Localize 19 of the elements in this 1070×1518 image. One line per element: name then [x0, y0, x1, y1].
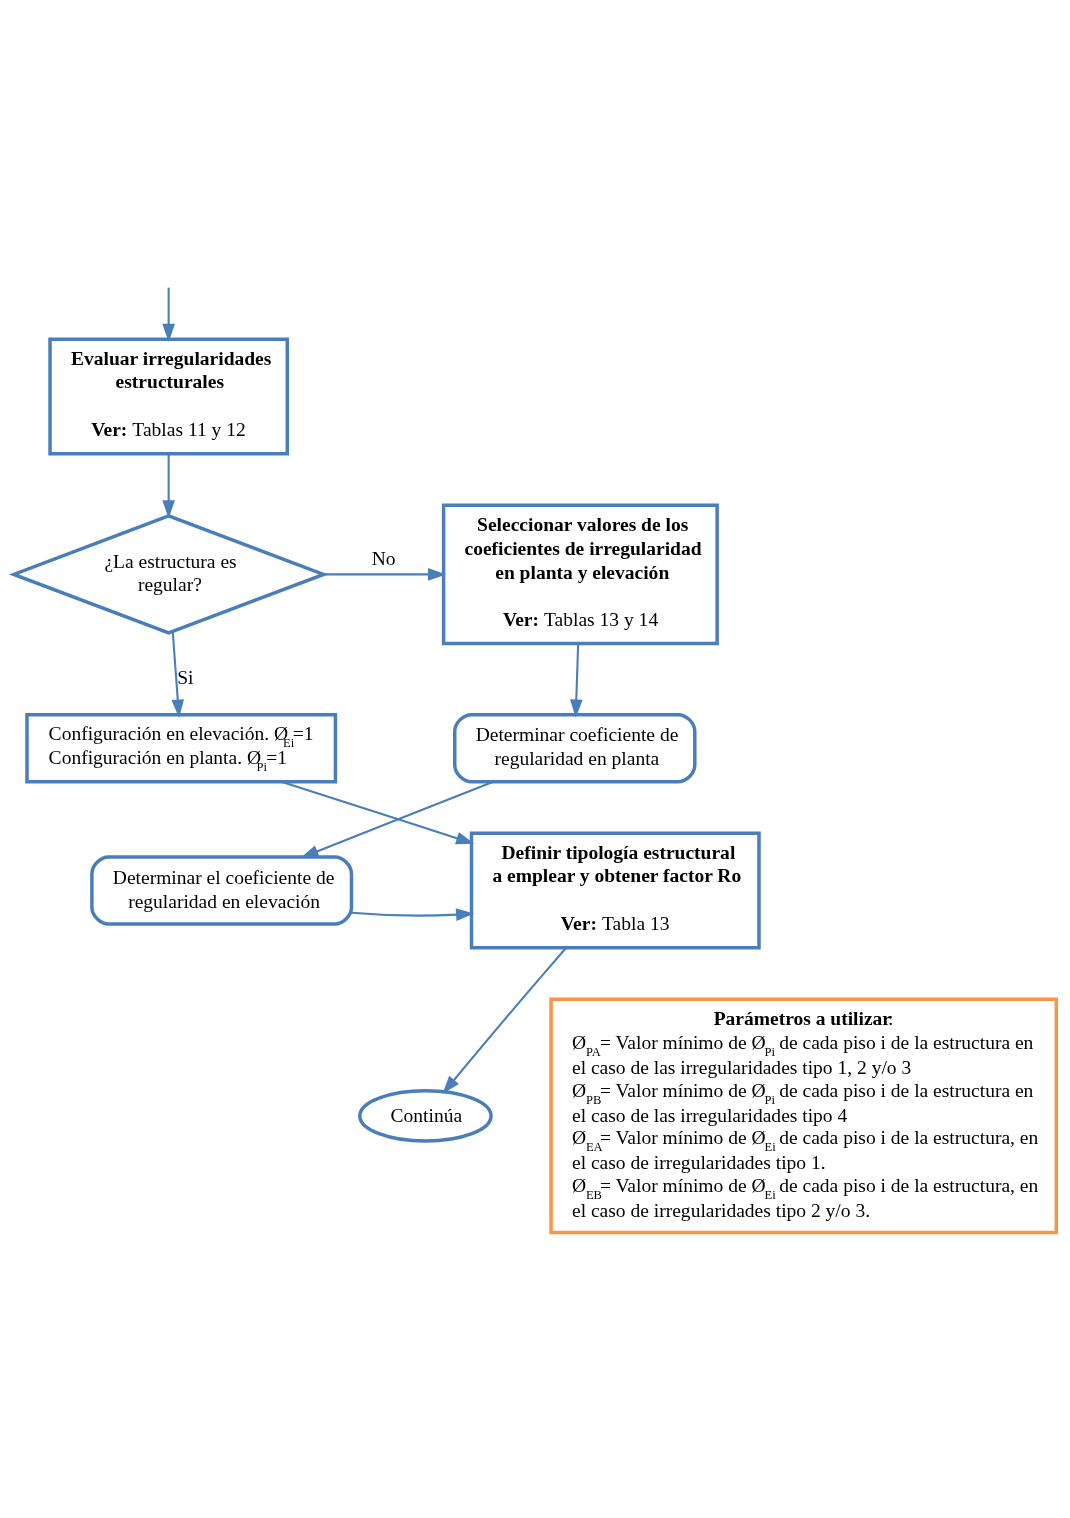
- arrow: [323, 567, 447, 581]
- node-box: Parámetros a utilizar: Ø$_{PA}$= Valor mínimo de Ø$_{Pi}$ de cada piso i de la estructura en el caso de las irregularidades tipo 1, 2 y/o 3 Ø$_{PB}$= Valor mínimo de Ø$_{Pi}$ de cada piso i de la estructura en el caso de las irregularidades tipo 4 Ø$_{EA}$= Valor mínimo de Ø$_{Ei}$ de cada piso i de la estructura, en el caso de irregularidades tipo 1. Ø$_{EB}$= Valor mínimo de Ø$_{Ei}$ de cada piso i de la estructura, en el caso de irregularidades tipo 2 y/o 3.: [549, 997, 1058, 1234]
- arrow: [281, 780, 475, 844]
- arrow: [351, 907, 475, 921]
- node-box: Determinar el coeficiente de regularidad en elevación: [90, 854, 354, 926]
- arrow: [300, 780, 494, 858]
- arrow: [171, 631, 185, 718]
- edge-label: No: [371, 547, 396, 569]
- arrow: [162, 287, 175, 342]
- node-box: Seleccionar valores de los coeficientes de irregularidad en planta y elevación Ver: Tablas 13 y 14: [441, 503, 719, 645]
- node-box: Determinar coeficiente de regularidad en planta: [453, 712, 697, 783]
- arrow: [162, 453, 175, 518]
- node-box: Evaluar irregularidades estructurales Ver: Tablas 11 y 12: [48, 336, 290, 455]
- node-box: Definir tipología estructural a emplear y obtener factor Ro Ver: Tabla 13: [469, 831, 761, 949]
- arrow: [569, 643, 583, 718]
- edge-label: Si: [177, 666, 194, 688]
- node-ellipse: Continúa: [358, 1088, 493, 1143]
- node-box: Configuración en elevación. Ø$_{Ei}$=1 Configuración en planta. Ø$_{Pi}$=1: [25, 712, 338, 783]
- arrow: [442, 946, 567, 1094]
